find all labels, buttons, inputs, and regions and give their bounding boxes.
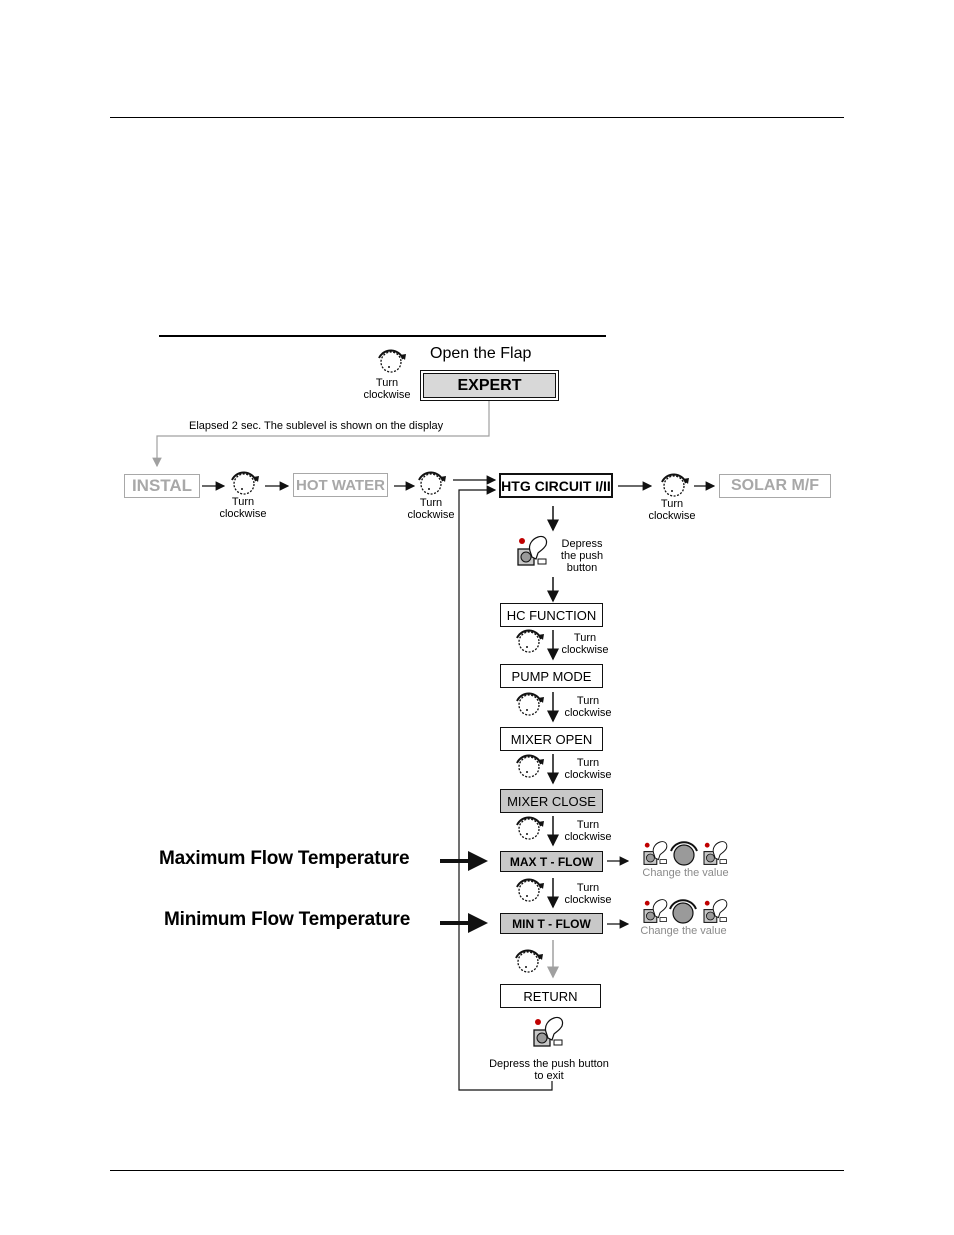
hc-function-item[interactable]: HC FUNCTION bbox=[500, 603, 603, 627]
knob-icon bbox=[516, 816, 544, 840]
section-rule bbox=[159, 335, 606, 337]
exit-label: Depress the push button to exit bbox=[489, 1058, 609, 1082]
knob-icon bbox=[515, 949, 543, 973]
solar-display[interactable]: SOLAR M/F bbox=[719, 474, 831, 498]
max-flow-callout: Maximum Flow Temperature bbox=[159, 848, 410, 869]
expert-display[interactable]: EXPERT bbox=[420, 370, 559, 401]
hot-water-display[interactable]: HOT WATER bbox=[293, 473, 388, 497]
header-rule bbox=[110, 117, 844, 118]
min-t-flow-item[interactable]: MIN T - FLOW bbox=[500, 913, 603, 934]
knob-icon bbox=[516, 692, 544, 716]
change-value-min: Change the value bbox=[640, 925, 727, 937]
push-button-icon bbox=[643, 841, 668, 865]
min-flow-callout: Minimum Flow Temperature bbox=[164, 909, 411, 930]
footer-rule bbox=[110, 1170, 844, 1171]
return-item[interactable]: RETURN bbox=[500, 984, 601, 1008]
depress-label: Depress the push button bbox=[560, 538, 604, 574]
knob-icons bbox=[231, 349, 689, 973]
pump-mode-item[interactable]: PUMP MODE bbox=[500, 664, 603, 688]
expert-label: EXPERT bbox=[423, 373, 556, 398]
mixer-close-item[interactable]: MIXER CLOSE bbox=[500, 789, 603, 813]
instal-display[interactable]: INSTAL bbox=[124, 474, 200, 498]
knob-icon bbox=[418, 471, 446, 495]
knob-icon bbox=[516, 878, 544, 902]
max-t-flow-item[interactable]: MAX T - FLOW bbox=[500, 851, 603, 872]
adjust-knob-icon bbox=[670, 841, 698, 866]
elapsed-note: Elapsed 2 sec. The sublevel is shown on … bbox=[189, 420, 444, 432]
push-button-icon bbox=[533, 1016, 564, 1047]
knob-icon bbox=[378, 349, 406, 373]
htg-circuit-display[interactable]: HTG CIRCUIT I/II bbox=[499, 473, 613, 498]
push-button-icons bbox=[517, 535, 728, 1047]
knob-icon bbox=[516, 629, 544, 653]
push-button-icon bbox=[643, 899, 668, 923]
push-button-icon bbox=[703, 899, 728, 923]
push-button-icon bbox=[517, 535, 548, 566]
knob-icon bbox=[231, 471, 259, 495]
open-flap-label: Open the Flap bbox=[430, 345, 532, 362]
push-button-icon bbox=[703, 841, 728, 865]
knob-icon bbox=[516, 754, 544, 778]
knob-icon bbox=[661, 473, 689, 497]
mixer-open-item[interactable]: MIXER OPEN bbox=[500, 727, 603, 751]
change-value-max: Change the value bbox=[642, 867, 729, 879]
adjust-knob-icon bbox=[669, 899, 697, 924]
